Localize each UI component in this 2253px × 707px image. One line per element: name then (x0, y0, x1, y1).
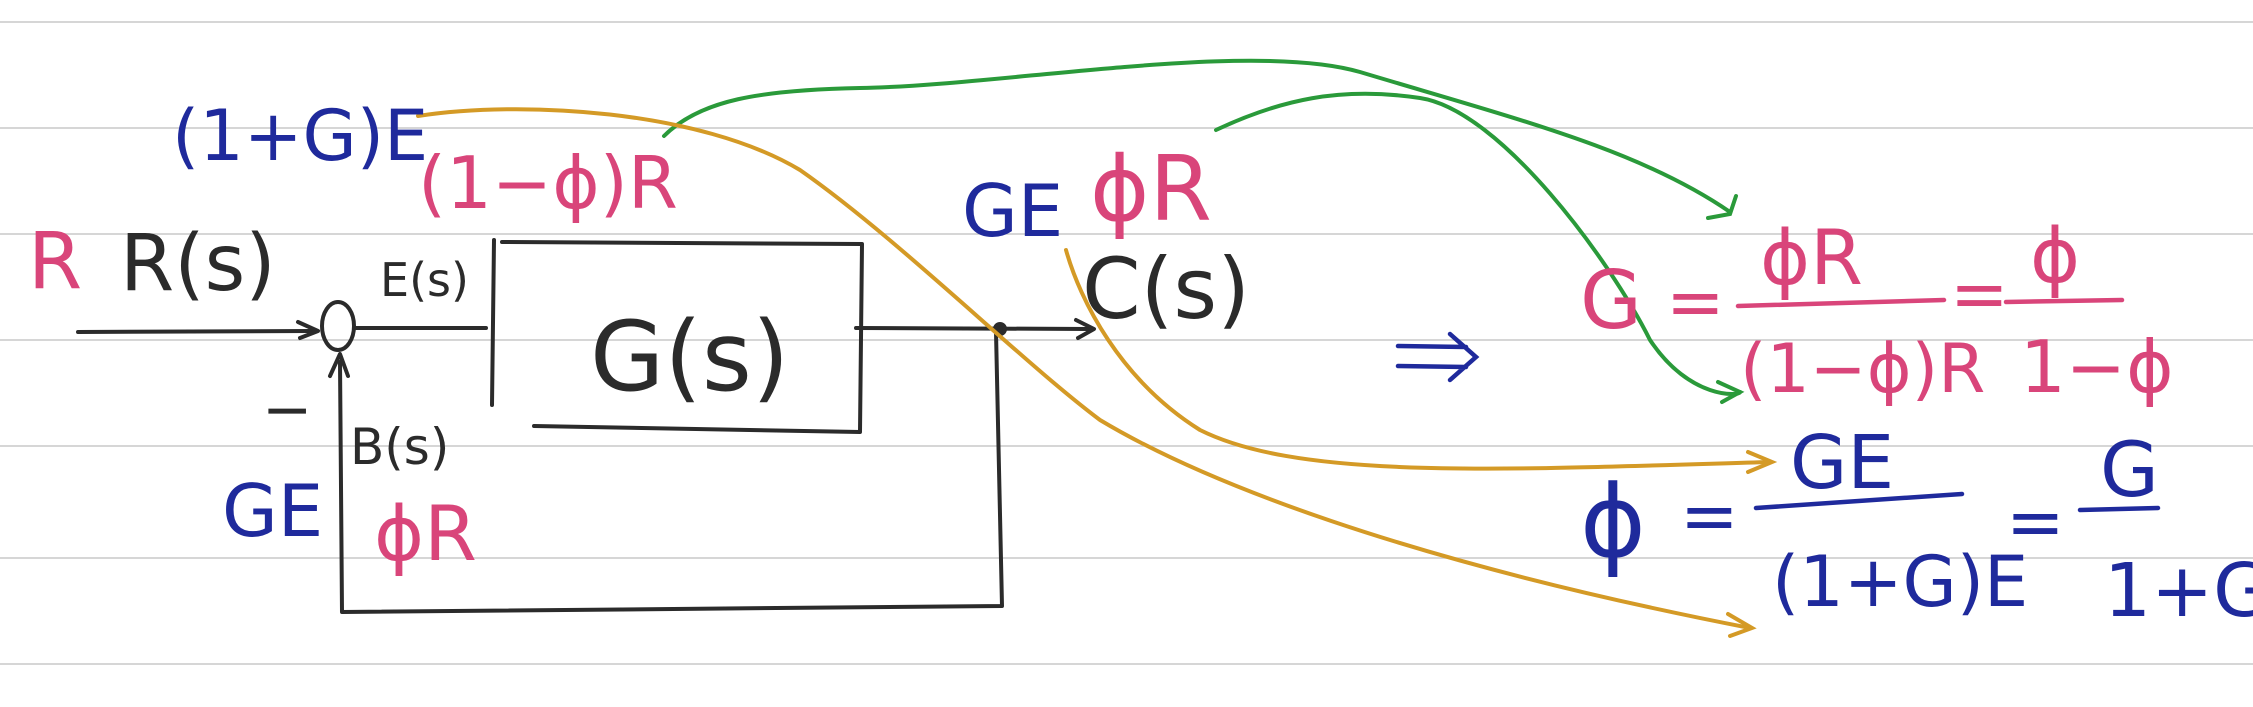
g-eq-num-1: ϕR (1760, 213, 1863, 302)
g-fraction-bar (1735, 297, 1947, 309)
output-arrowhead (1074, 318, 1096, 340)
g-eq-den-1: (1−ϕ)R (1740, 330, 1985, 409)
labels: R(s) E(s) B(s) − G(s) C(s) R (1−ϕ)R ϕR ϕ… (28, 95, 2253, 634)
phi-eq-equals-2: = (2006, 481, 2065, 563)
g-eq-den-2: 1−ϕ (2020, 325, 2174, 409)
feedback-blue: GE (222, 469, 323, 553)
sum-input-blue: (1+G)E (172, 95, 428, 177)
block-label: G(s) (590, 301, 789, 413)
implies-arrow (1395, 331, 1480, 383)
summing-junction (320, 300, 356, 352)
phi-eq-lhs: ϕ (1580, 463, 1646, 580)
minus-sign: − (262, 375, 312, 445)
block-diagram (76, 238, 1096, 614)
output-signal-line (854, 326, 1092, 331)
orange-arrow-2 (1064, 248, 1772, 471)
feedback-pink: ϕR (374, 489, 477, 578)
phi-eq-den-1: (1+G)E (1772, 541, 2028, 623)
g-fraction-bar-2 (2003, 297, 2125, 305)
g-eq-lhs: G (1580, 254, 1642, 347)
g-eq-num-2: ϕ (2030, 211, 2080, 300)
orange-arrow-1 (416, 107, 1752, 630)
phi-eq-num-2: G (2100, 425, 2159, 514)
input-signal-line (76, 329, 314, 334)
phi-fraction-bar-2 (2077, 505, 2161, 513)
output-label: C(s) (1082, 240, 1250, 338)
input-letter: R (28, 217, 82, 307)
sum-input-pink: (1−ϕ)R (418, 141, 678, 225)
feedback-path (338, 330, 1004, 614)
phi-eq-num-1: GE (1790, 420, 1894, 506)
feedback-label: B(s) (350, 418, 449, 476)
feedback-arrowhead (328, 352, 350, 378)
blue-annotations (1395, 331, 2161, 513)
green-arrowhead-2 (1716, 380, 1745, 404)
output-blue: GE (962, 169, 1063, 253)
error-label: E(s) (380, 253, 469, 307)
green-arrows (662, 58, 1745, 404)
orange-arrowhead-1 (1726, 612, 1757, 638)
input-arrowhead (296, 320, 320, 340)
g-block-rect (490, 238, 864, 434)
input-label: R(s) (120, 219, 276, 309)
orange-arrowhead-2 (1746, 450, 1778, 474)
green-arrowhead-1 (1706, 194, 1738, 220)
output-pink: ϕR (1090, 137, 1212, 242)
pink-annotations (1735, 297, 2125, 309)
ruled-lines (0, 21, 2253, 665)
green-arrow-2 (1214, 91, 1742, 396)
g-eq-equals-1: = (1666, 261, 1725, 343)
phi-eq-equals-1: = (1680, 475, 1739, 557)
green-arrow-1 (662, 58, 1732, 214)
phi-fraction-bar (1753, 491, 1965, 511)
orange-arrows (416, 107, 1778, 638)
phi-eq-den-2: 1+G (2104, 548, 2253, 634)
g-eq-equals-2: = (1950, 253, 2009, 335)
